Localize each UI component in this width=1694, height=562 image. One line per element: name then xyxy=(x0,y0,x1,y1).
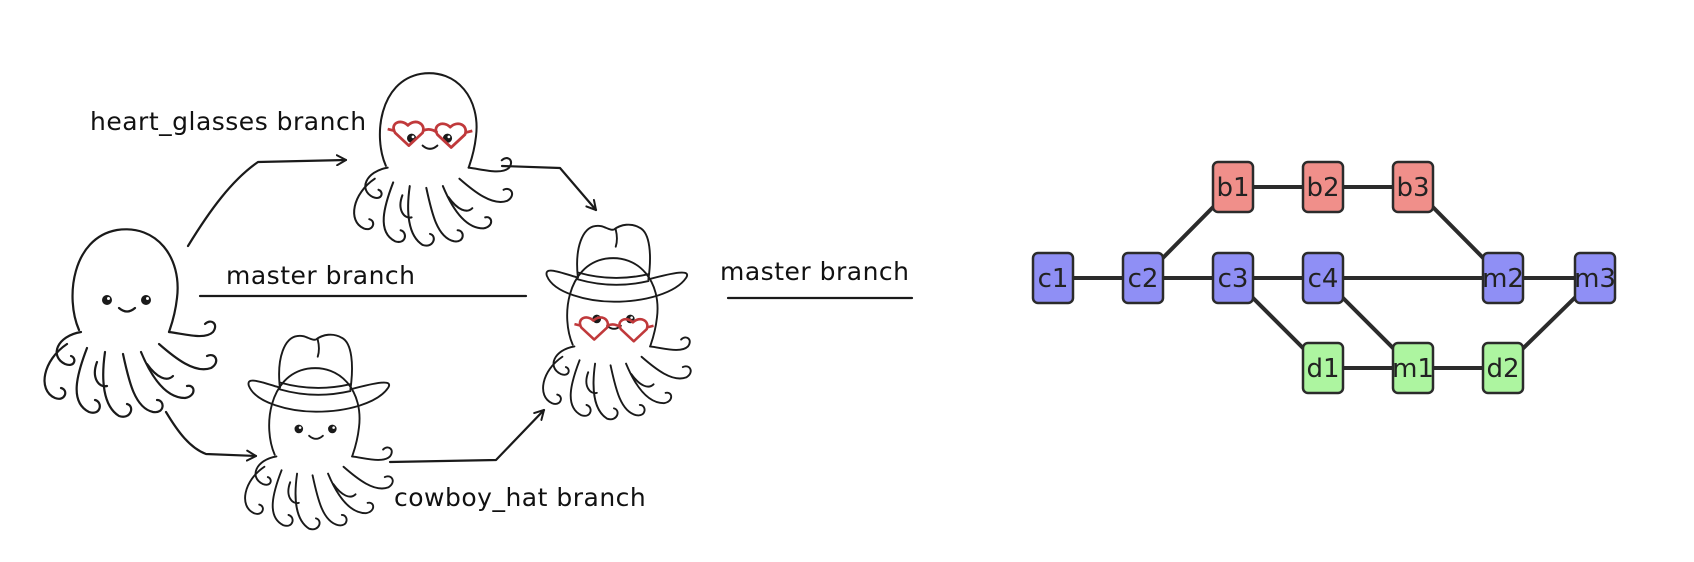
commit-box xyxy=(1211,160,1255,214)
commit-label: c1 xyxy=(1038,264,1069,294)
commit-box xyxy=(1211,251,1255,305)
commit-label: m3 xyxy=(1574,264,1616,294)
cowboy-hat-octopus-illustration xyxy=(244,333,394,531)
merged-octopus-illustration xyxy=(542,223,692,421)
commit-box xyxy=(1301,251,1345,305)
commit-node-b3: b3 xyxy=(1391,160,1435,214)
commit-box xyxy=(1481,251,1525,305)
commit-label: m2 xyxy=(1482,264,1524,294)
commit-label: b1 xyxy=(1216,173,1249,203)
commit-node-d2: d2 xyxy=(1481,341,1525,395)
commit-graph: c1 c2 c3 c4 m2 m3 b1 b2 b3 d1 m1 d2 xyxy=(1031,160,1617,395)
master-branch-label-left: master branch xyxy=(226,261,416,290)
commit-node-c2: c2 xyxy=(1121,251,1165,305)
merge-in-arrow-bottom xyxy=(388,408,546,464)
commit-node-b2: b2 xyxy=(1301,160,1345,214)
commit-box xyxy=(1481,341,1525,395)
commit-label: m1 xyxy=(1392,354,1434,384)
commit-node-b1: b1 xyxy=(1211,160,1255,214)
heart-glasses-branch-label: heart_glasses branch xyxy=(90,107,367,136)
commit-node-m3: m3 xyxy=(1573,251,1617,305)
cowboy-hat-branch-label: cowboy_hat branch xyxy=(394,483,646,512)
branch-out-arrow-top xyxy=(186,154,348,248)
plain-octopus-illustration xyxy=(43,228,218,418)
graph-nodes: c1 c2 c3 c4 m2 m3 b1 b2 b3 d1 m1 d2 xyxy=(1031,160,1617,395)
commit-box xyxy=(1573,251,1617,305)
commit-box xyxy=(1031,251,1075,305)
commit-node-d1: d1 xyxy=(1301,341,1345,395)
branch-out-arrow-bottom xyxy=(164,410,258,462)
commit-label: b2 xyxy=(1306,173,1339,203)
merge-in-arrow-top xyxy=(500,164,598,212)
commit-node-m2: m2 xyxy=(1481,251,1525,305)
commit-label: c3 xyxy=(1218,264,1249,294)
commit-box xyxy=(1301,160,1345,214)
branch-illustration: heart_glasses branch master branch maste… xyxy=(43,72,914,531)
commit-box xyxy=(1301,341,1345,395)
commit-label: d1 xyxy=(1306,354,1339,384)
commit-node-m1: m1 xyxy=(1391,341,1435,395)
commit-box xyxy=(1121,251,1165,305)
commit-label: b3 xyxy=(1396,173,1429,203)
commit-box xyxy=(1391,160,1435,214)
commit-label: c4 xyxy=(1308,264,1339,294)
commit-box xyxy=(1391,341,1435,395)
commit-label: c2 xyxy=(1128,264,1159,294)
commit-node-c3: c3 xyxy=(1211,251,1255,305)
commit-node-c4: c4 xyxy=(1301,251,1345,305)
commit-label: d2 xyxy=(1486,354,1519,384)
heart-glasses-octopus-illustration xyxy=(353,72,514,247)
master-branch-label-right: master branch xyxy=(720,257,910,286)
commit-node-c1: c1 xyxy=(1031,251,1075,305)
